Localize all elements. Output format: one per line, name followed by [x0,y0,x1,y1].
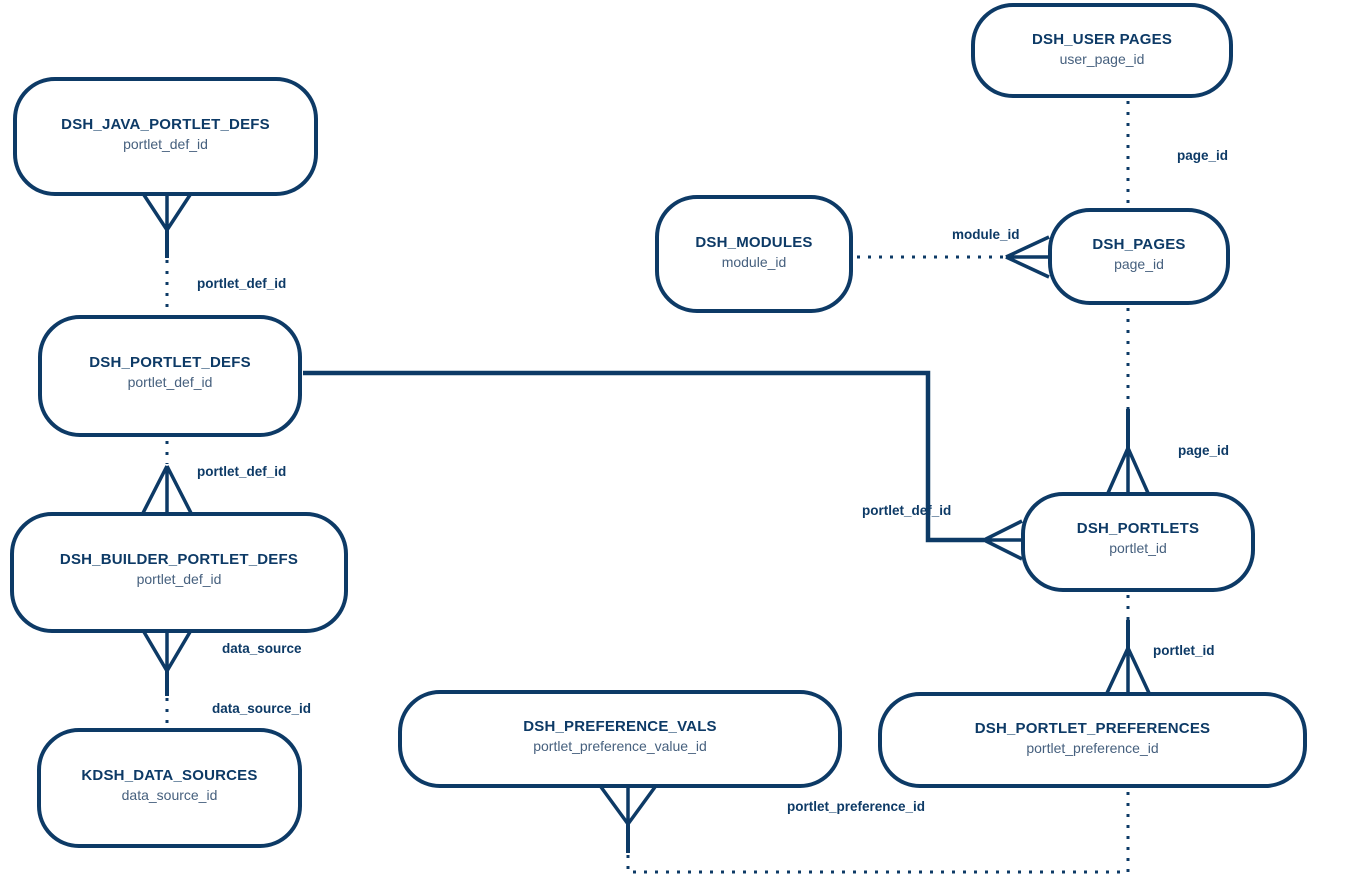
entity-name: DSH_PREFERENCE_VALS [523,718,717,735]
relationship-portlets-to-portlet-preferences [1105,595,1151,694]
entity-kdsh-data-sources[interactable]: KDSH_DATA_SOURCES data_source_id [37,728,302,848]
relationship-label-module-id: module_id [952,227,1020,242]
entity-name: DSH_PORTLET_DEFS [89,354,251,371]
relationship-label-page-id: page_id [1177,148,1229,163]
entity-dsh-modules[interactable]: DSH_MODULES module_id [655,195,853,313]
relationship-java-portlet-defs-to-portlet-defs [142,194,192,313]
entity-dsh-builder-portlet-defs[interactable]: DSH_BUILDER_PORTLET_DEFS portlet_def_id [10,512,348,633]
entity-dsh-user-pages[interactable]: DSH_USER PAGES user_page_id [971,3,1233,98]
relationship-pages-to-portlets [1106,308,1150,494]
relationship-label-portlet-def-id: portlet_def_id [862,503,952,518]
entity-key-attribute: module_id [721,254,787,270]
entity-key-attribute: data_source_id [121,787,218,803]
entity-key-attribute: portlet_def_id [123,136,208,152]
relationship-builder-portlet-defs-to-kdsh-data-sources [142,631,192,727]
relationship-portlet-defs-to-portlets [303,370,1023,561]
relationship-label-data-source: data_source [222,641,302,656]
relationship-label-portlet-id: portlet_id [1153,643,1215,658]
entity-dsh-pages[interactable]: DSH_PAGES page_id [1048,208,1230,305]
entity-name: DSH_JAVA_PORTLET_DEFS [61,116,270,133]
entity-dsh-portlet-defs[interactable]: DSH_PORTLET_DEFS portlet_def_id [38,315,302,437]
relationship-preference-vals-to-portlet-preferences [599,785,1130,874]
entity-key-attribute: portlet_preference_value_id [533,738,707,754]
entity-dsh-portlets[interactable]: DSH_PORTLETS portlet_id [1021,492,1255,592]
entity-key-attribute: portlet_def_id [127,374,213,390]
entity-name: KDSH_DATA_SOURCES [81,767,258,784]
relationship-label-page-id: page_id [1178,443,1230,458]
entity-dsh-portlet-preferences[interactable]: DSH_PORTLET_PREFERENCES portlet_preferen… [878,692,1307,788]
relationship-modules-to-pages [857,235,1050,279]
relationship-label-portlet-def-id: portlet_def_id [197,464,287,479]
entity-dsh-preference-vals[interactable]: DSH_PREFERENCE_VALS portlet_preference_v… [398,690,842,788]
entity-name: DSH_PORTLET_PREFERENCES [974,720,1211,737]
entity-dsh-java-portlet-defs[interactable]: DSH_JAVA_PORTLET_DEFS portlet_def_id [13,77,318,196]
relationship-label-data-source-id: data_source_id [212,701,312,716]
relationship-label-portlet-preference-id: portlet_preference_id [787,799,926,814]
entity-key-attribute: user_page_id [1059,51,1145,67]
entity-name: DSH_PAGES [1092,236,1186,253]
relationship-portlet-defs-to-builder-portlet-defs [141,441,193,514]
entity-name: DSH_BUILDER_PORTLET_DEFS [59,551,299,568]
entity-name: DSH_USER PAGES [1031,31,1173,48]
entity-name: DSH_PORTLETS [1076,520,1200,537]
entity-key-attribute: page_id [1114,256,1164,272]
entity-key-attribute: portlet_def_id [136,571,222,587]
entity-name: DSH_MODULES [695,234,813,251]
entity-key-attribute: portlet_preference_id [1026,740,1159,756]
relationship-label-portlet-def-id: portlet_def_id [197,276,287,291]
entity-key-attribute: portlet_id [1109,540,1167,556]
